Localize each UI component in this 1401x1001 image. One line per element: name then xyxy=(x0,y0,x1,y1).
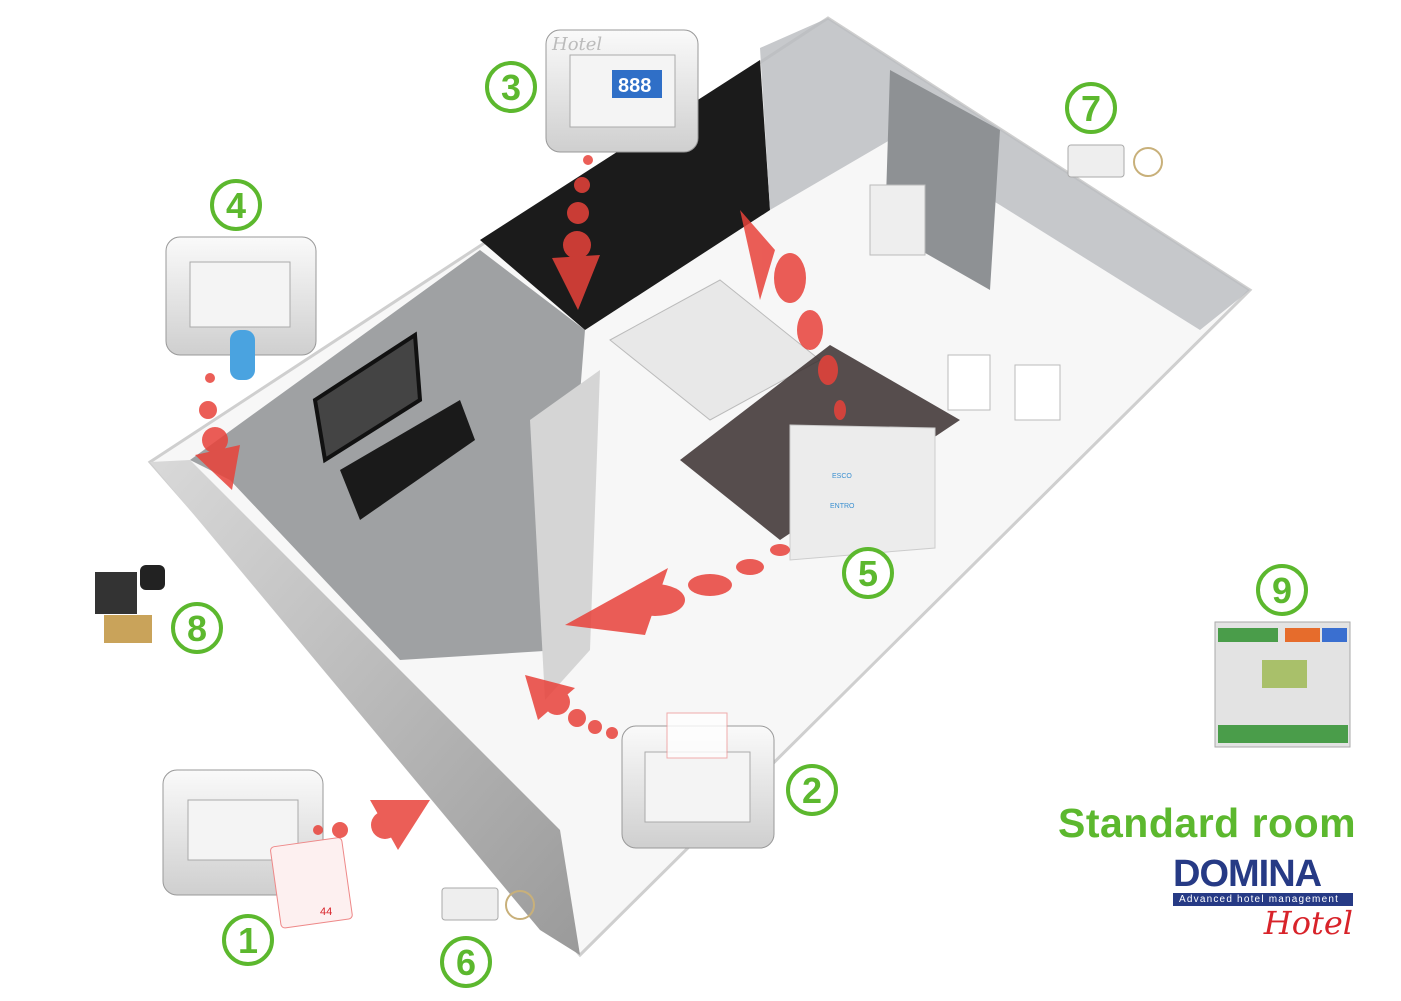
arrow-head xyxy=(552,255,600,310)
vanity xyxy=(340,400,475,520)
svg-text:2: 2 xyxy=(802,770,822,811)
dresser xyxy=(869,184,926,256)
logo-brand: DOMINA xyxy=(1173,853,1322,895)
thermostat-display: 888 xyxy=(618,75,651,97)
arrow-head xyxy=(525,675,575,720)
room-controller xyxy=(1214,621,1351,748)
marker-7: 7 xyxy=(1065,82,1117,134)
svg-text:5: 5 xyxy=(858,553,878,594)
frame-brand: Hotel xyxy=(551,34,602,55)
domina-logo: DOMINA Advanced hotel management Hotel xyxy=(1173,853,1353,942)
svg-text:6: 6 xyxy=(456,942,476,983)
thermostat-device: Hotel 888 xyxy=(545,29,699,153)
svg-text:4: 4 xyxy=(226,185,246,226)
svg-text:3: 3 xyxy=(501,67,521,108)
pull-cord-switch-device xyxy=(165,236,317,380)
left-outer-wall xyxy=(150,460,580,955)
card-reader-device: 44 xyxy=(162,769,353,929)
marker-6: 6 xyxy=(440,936,492,988)
arrow-head xyxy=(740,210,775,300)
svg-text:9: 9 xyxy=(1272,570,1292,611)
diagram-title: Standard room xyxy=(1058,800,1357,846)
window-wall xyxy=(760,18,1250,330)
touch-panel-device: ESCO ENTRO xyxy=(789,424,936,561)
panel-exit-label: ESCO xyxy=(832,473,852,480)
chair xyxy=(1014,364,1061,421)
logo-tagline: Advanced hotel management xyxy=(1173,893,1353,906)
marker-4: 4 xyxy=(210,179,262,231)
marker-2: 2 xyxy=(786,764,838,816)
solenoid-valve xyxy=(95,565,165,643)
marker-5: 5 xyxy=(842,547,894,599)
marker-3: 3 xyxy=(485,61,537,113)
arrow-head xyxy=(195,445,240,490)
arrow-head xyxy=(565,568,668,635)
marker-8: 8 xyxy=(171,602,223,654)
logo-hotel: Hotel xyxy=(1263,904,1353,942)
svg-text:7: 7 xyxy=(1081,88,1101,129)
flow-arrows xyxy=(195,155,846,850)
card-holder-device xyxy=(621,712,775,849)
mirror xyxy=(312,331,423,464)
card-number: 44 xyxy=(320,906,332,918)
door-contact-sensor xyxy=(441,887,535,921)
arrow-head xyxy=(370,800,430,850)
chair xyxy=(947,354,991,411)
marker-9: 9 xyxy=(1256,564,1308,616)
svg-text:1: 1 xyxy=(238,920,258,961)
panel-enter-label: ENTRO xyxy=(830,503,855,510)
window-contact-sensor xyxy=(1067,144,1163,178)
svg-text:8: 8 xyxy=(187,608,207,649)
marker-1: 1 xyxy=(222,914,274,966)
